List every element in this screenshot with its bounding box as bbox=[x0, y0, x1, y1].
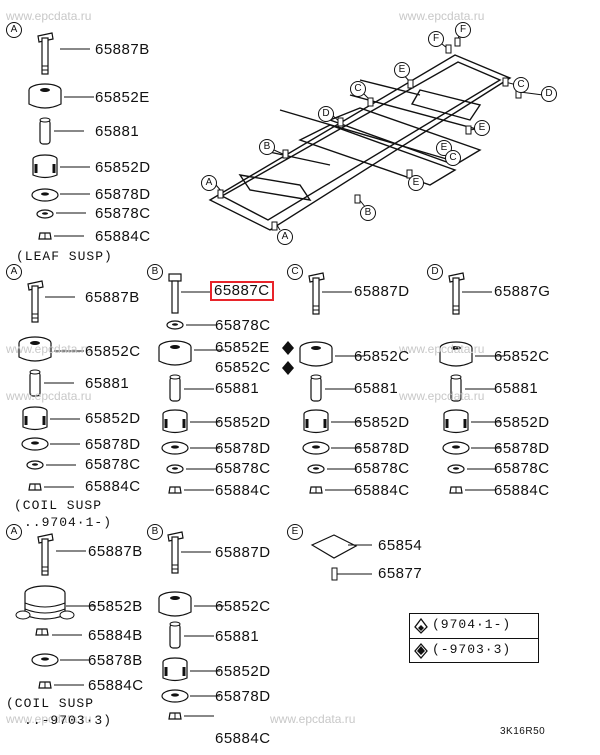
frame-callout-e[interactable]: E bbox=[474, 120, 490, 136]
part-label[interactable]: 65884C bbox=[88, 677, 144, 694]
section-a-coil: A bbox=[6, 264, 22, 280]
part-label[interactable]: 65878D bbox=[494, 440, 550, 457]
legend-row-diamond: (-9703·3) bbox=[410, 638, 538, 663]
part-label[interactable]: 65878B bbox=[88, 652, 143, 669]
part-label[interactable]: 65878C bbox=[215, 460, 271, 477]
section-b-coil: B bbox=[147, 264, 163, 280]
note-coil-susp: (COIL SUSP bbox=[6, 696, 95, 711]
frame-callout-e[interactable]: E bbox=[394, 62, 410, 78]
frame-callout-d[interactable]: D bbox=[318, 106, 334, 122]
frame-callout-b[interactable]: B bbox=[360, 205, 376, 221]
part-label[interactable]: 65884C bbox=[354, 482, 410, 499]
section-a-leaf: A bbox=[6, 22, 22, 38]
frame-outline bbox=[208, 54, 512, 231]
part-label[interactable]: 65852C bbox=[354, 348, 410, 365]
date-legend: (9704·1-) (-9703·3) bbox=[409, 613, 539, 663]
frame-callout-b[interactable]: B bbox=[259, 139, 275, 155]
part-label[interactable]: 65878D bbox=[354, 440, 410, 457]
part-label[interactable]: 65878D bbox=[215, 440, 271, 457]
part-label[interactable]: 65852E bbox=[215, 339, 270, 356]
part-label[interactable]: 65878C bbox=[85, 456, 141, 473]
frame-callout-f[interactable]: F bbox=[455, 22, 471, 38]
part-label[interactable]: 65881 bbox=[215, 628, 260, 645]
watermark: www.epcdata.ru bbox=[6, 712, 92, 726]
part-label[interactable]: 65878D bbox=[215, 688, 271, 705]
part-label[interactable]: 65881 bbox=[215, 380, 260, 397]
frame-callout-a[interactable]: A bbox=[277, 229, 293, 245]
part-label[interactable]: 65852D bbox=[95, 159, 151, 176]
watermark: www.epcdata.ru bbox=[399, 389, 485, 403]
part-label[interactable]: 65878D bbox=[95, 186, 151, 203]
part-label[interactable]: 65887B bbox=[88, 543, 143, 560]
frame-callout-e[interactable]: E bbox=[408, 175, 424, 191]
part-label[interactable]: 65881 bbox=[95, 123, 140, 140]
frame-callout-a[interactable]: A bbox=[201, 175, 217, 191]
part-label[interactable]: 65852D bbox=[215, 663, 271, 680]
part-label[interactable]: 65854 bbox=[378, 537, 423, 554]
part-label[interactable]: 65852D bbox=[354, 414, 410, 431]
watermark: www.epcdata.ru bbox=[6, 342, 92, 356]
watermark: www.epcdata.ru bbox=[399, 342, 485, 356]
legend-row-spade: (9704·1-) bbox=[410, 614, 538, 638]
part-label[interactable]: 65884C bbox=[85, 478, 141, 495]
part-label[interactable]: 65852D bbox=[494, 414, 550, 431]
part-label-highlighted[interactable]: 65887C bbox=[210, 281, 274, 301]
part-label[interactable]: 65852B bbox=[88, 598, 143, 615]
frame-callout-c[interactable]: C bbox=[350, 81, 366, 97]
section-a-bottom: A bbox=[6, 524, 22, 540]
part-label[interactable]: 65852C bbox=[215, 598, 271, 615]
part-label[interactable]: 65884C bbox=[215, 482, 271, 499]
part-label[interactable]: 65881 bbox=[354, 380, 399, 397]
legend-text: (9704·1-) bbox=[432, 617, 512, 632]
part-label[interactable]: 65884C bbox=[95, 228, 151, 245]
frame-callout-c[interactable]: C bbox=[445, 150, 461, 166]
section-d-coil: D bbox=[427, 264, 443, 280]
part-label[interactable]: 65887D bbox=[215, 544, 271, 561]
diamond-icon bbox=[414, 643, 428, 659]
note-leaf-susp: (LEAF SUSP) bbox=[16, 249, 113, 264]
part-label[interactable]: 65887G bbox=[494, 283, 551, 300]
part-label[interactable]: 65881 bbox=[85, 375, 130, 392]
part-label[interactable]: 65887B bbox=[85, 289, 140, 306]
part-label[interactable]: 65852D bbox=[215, 414, 271, 431]
watermark: www.epcdata.ru bbox=[6, 9, 92, 23]
watermark: www.epcdata.ru bbox=[399, 9, 485, 23]
part-label[interactable]: 65878C bbox=[95, 205, 151, 222]
note-coil-susp-date: ..-9703·3) bbox=[24, 713, 113, 728]
section-e: E bbox=[287, 524, 303, 540]
note-coil-susp: (COIL SUSP bbox=[14, 498, 103, 513]
part-label[interactable]: 65852C bbox=[494, 348, 550, 365]
part-label[interactable]: 65852C bbox=[85, 343, 141, 360]
part-label[interactable]: 65884B bbox=[88, 627, 143, 644]
frame-callout-d[interactable]: D bbox=[541, 86, 557, 102]
frame-callout-c[interactable]: C bbox=[513, 77, 529, 93]
frame-callout-f[interactable]: F bbox=[428, 31, 444, 47]
section-c-coil: C bbox=[287, 264, 303, 280]
legend-text: (-9703·3) bbox=[432, 642, 512, 657]
part-label[interactable]: 65878D bbox=[85, 436, 141, 453]
part-label[interactable]: 65852D bbox=[85, 410, 141, 427]
section-b-bottom: B bbox=[147, 524, 163, 540]
watermark: www.epcdata.ru bbox=[270, 712, 356, 726]
part-label[interactable]: 65852C bbox=[215, 359, 271, 376]
part-label[interactable]: 65887D bbox=[354, 283, 410, 300]
part-label[interactable]: 65878C bbox=[215, 317, 271, 334]
part-label[interactable]: 65852E bbox=[95, 89, 150, 106]
note-coil-susp-date: ..9704·1-) bbox=[24, 515, 113, 530]
part-label[interactable]: 65887B bbox=[95, 41, 150, 58]
part-label[interactable]: 65878C bbox=[494, 460, 550, 477]
watermark: www.epcdata.ru bbox=[6, 389, 92, 403]
part-label[interactable]: 65884C bbox=[215, 730, 271, 747]
spade-icon bbox=[414, 618, 428, 634]
diagram-code: 3K16R50 bbox=[500, 726, 546, 737]
part-label[interactable]: 65877 bbox=[378, 565, 423, 582]
part-label[interactable]: 65881 bbox=[494, 380, 539, 397]
part-label[interactable]: 65884C bbox=[494, 482, 550, 499]
part-label[interactable]: 65878C bbox=[354, 460, 410, 477]
